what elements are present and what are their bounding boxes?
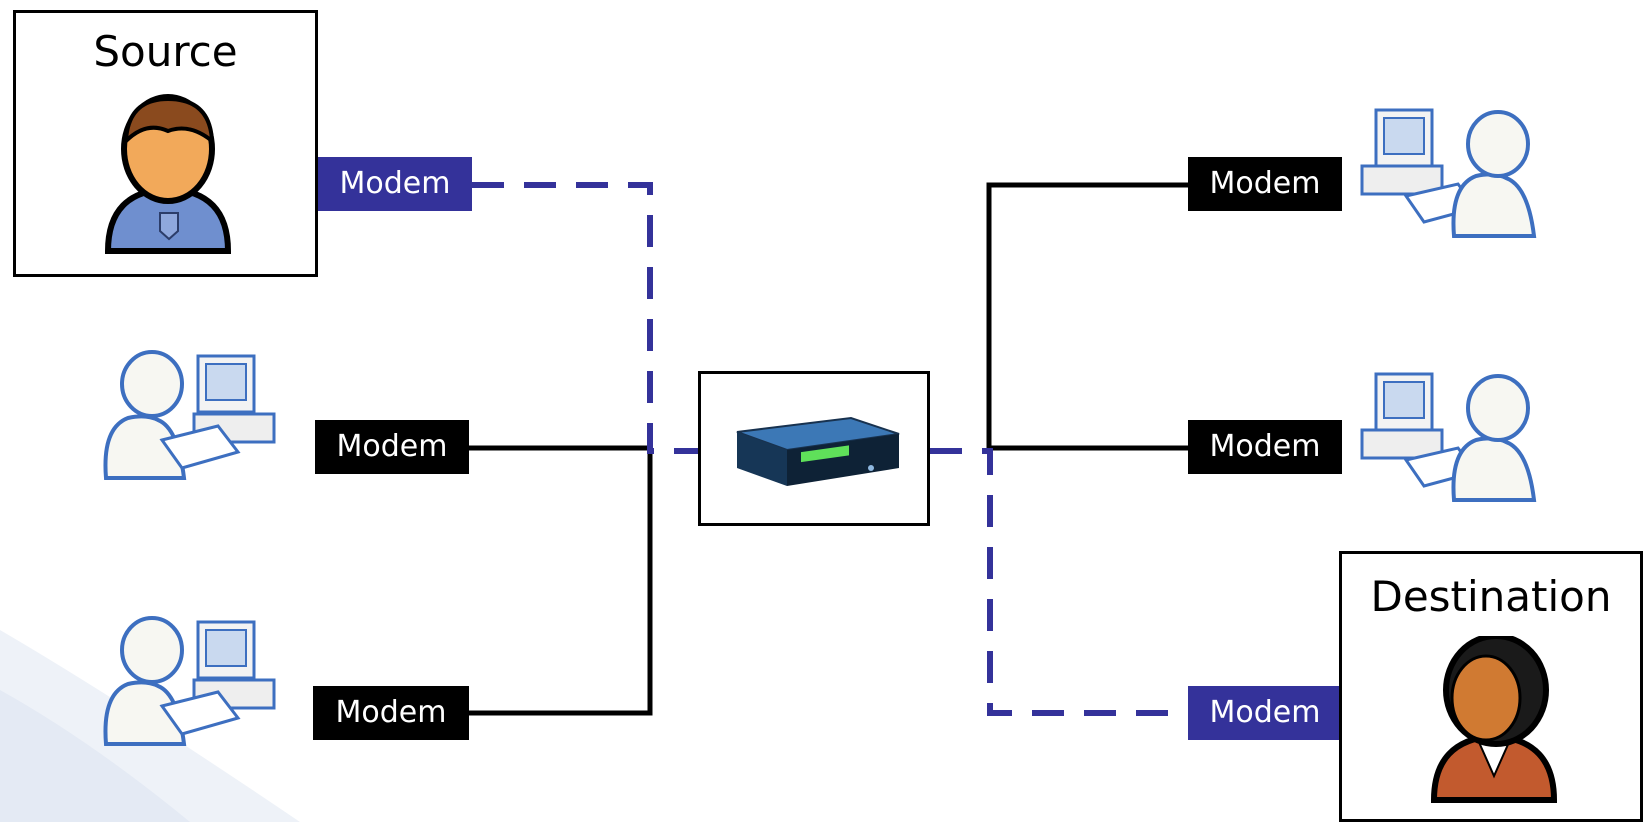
router-box <box>698 371 930 526</box>
source-path <box>472 182 698 454</box>
destination-title: Destination <box>1370 572 1612 621</box>
network-router-icon <box>736 416 900 486</box>
right-link-1 <box>986 182 1190 448</box>
source-modem: Modem <box>318 157 472 211</box>
right-workstation-user-icon-2 <box>1360 372 1537 502</box>
right-modem-1: Modem <box>1188 157 1342 211</box>
destination-modem: Modem <box>1188 686 1342 740</box>
source-user-icon <box>104 94 232 254</box>
right-workstation-user-icon-1 <box>1360 108 1537 238</box>
left-workstation-user-icon-1 <box>103 350 276 480</box>
destination-box: Destination <box>1339 551 1643 822</box>
source-box: Source <box>13 10 318 277</box>
right-modem-2: Modem <box>1188 420 1342 474</box>
left-modem-2: Modem <box>313 686 469 740</box>
left-modem-1: Modem <box>315 420 469 474</box>
left-workstation-user-icon-2 <box>103 616 276 746</box>
source-title: Source <box>93 27 238 76</box>
destination-user-icon <box>1430 636 1558 803</box>
destination-path <box>930 448 1190 716</box>
left-link-2 <box>448 448 653 716</box>
